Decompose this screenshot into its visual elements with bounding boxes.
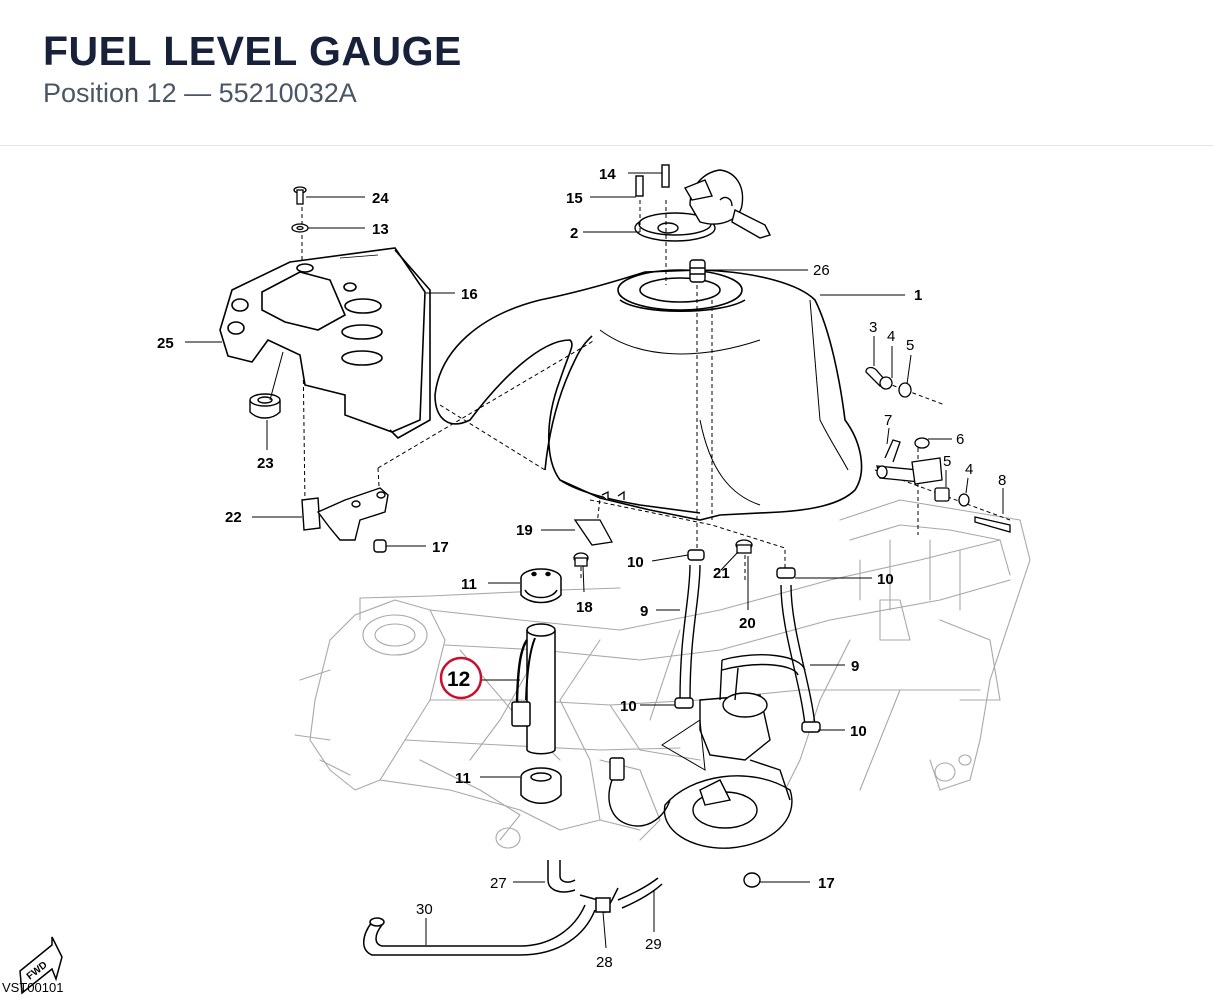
leader-lines: [185, 172, 1004, 949]
callout-29[interactable]: 29: [645, 936, 662, 953]
callout-9-left[interactable]: 9: [640, 603, 648, 620]
callout-17-upper[interactable]: 17: [432, 539, 449, 556]
filler-cap-assembly: [634, 164, 771, 242]
screw-24: [291, 186, 309, 233]
breather-hoses: [363, 860, 663, 956]
page-title: FUEL LEVEL GAUGE: [43, 28, 462, 74]
callout-11-lower[interactable]: 11: [455, 770, 471, 787]
callout-2[interactable]: 2: [570, 225, 578, 242]
callout-21[interactable]: 21: [713, 565, 730, 582]
callout-9-right[interactable]: 9: [851, 658, 859, 675]
fuel-pump-assembly: [608, 654, 806, 888]
callout-16[interactable]: 16: [461, 286, 478, 303]
callout-10-upper-right[interactable]: 10: [877, 571, 894, 588]
fuel-level-sender: [511, 568, 562, 804]
drawing-code: VST00101: [2, 980, 64, 995]
callout-22[interactable]: 22: [225, 509, 242, 526]
callout-24[interactable]: 24: [372, 190, 389, 207]
callout-8[interactable]: 8: [998, 472, 1006, 489]
callout-10-middle[interactable]: 10: [620, 698, 637, 715]
callout-4-lower[interactable]: 4: [965, 461, 973, 478]
callout-5-lower[interactable]: 5: [943, 453, 951, 470]
callout-10-lower-right[interactable]: 10: [850, 723, 867, 740]
callout-6[interactable]: 6: [956, 431, 964, 448]
strap-19-and-grommets: [573, 490, 753, 567]
callout-4-upper[interactable]: 4: [887, 328, 895, 345]
mounting-hardware-right: [865, 366, 1011, 533]
callout-14[interactable]: 14: [599, 166, 616, 183]
bracket-22: [301, 487, 389, 553]
grommet-23: [249, 351, 284, 419]
callout-17-lower[interactable]: 17: [818, 875, 835, 892]
fuel-tank: [434, 269, 863, 521]
callout-26[interactable]: 26: [813, 262, 830, 279]
callout-18[interactable]: 18: [576, 599, 593, 616]
callout-10-upper-left[interactable]: 10: [627, 554, 644, 571]
callout-30[interactable]: 30: [416, 901, 433, 918]
callout-20[interactable]: 20: [739, 615, 756, 632]
tank-fitting: [689, 259, 706, 283]
callout-7[interactable]: 7: [884, 412, 892, 429]
highlight-circle-12[interactable]: [439, 656, 483, 700]
page-subtitle: Position 12 — 55210032A: [43, 78, 357, 108]
fuel-hoses: [674, 549, 821, 733]
callout-12-highlighted[interactable]: 12: [447, 668, 470, 691]
callout-27[interactable]: 27: [490, 875, 507, 892]
page-header: FUEL LEVEL GAUGE Position 12 — 55210032A: [0, 0, 1214, 146]
callout-1[interactable]: 1: [914, 287, 922, 304]
callout-13[interactable]: 13: [372, 221, 389, 238]
callout-3[interactable]: 3: [869, 319, 877, 336]
callout-15[interactable]: 15: [566, 190, 583, 207]
callout-25[interactable]: 25: [157, 335, 174, 352]
callout-19[interactable]: 19: [516, 522, 533, 539]
motorcycle-frame: [294, 499, 1031, 849]
callout-28[interactable]: 28: [596, 954, 613, 971]
callout-23[interactable]: 23: [257, 455, 274, 472]
callout-labels: 24 13 16 25 23 22 17 14 15 2 26 1 3 4 5 …: [157, 166, 1006, 971]
header-divider: [0, 145, 1214, 146]
callout-11-upper[interactable]: 11: [461, 576, 477, 593]
callout-5-upper[interactable]: 5: [906, 337, 914, 354]
forward-direction-icon: FWD: [19, 936, 63, 995]
side-cover-panel: [219, 247, 431, 439]
